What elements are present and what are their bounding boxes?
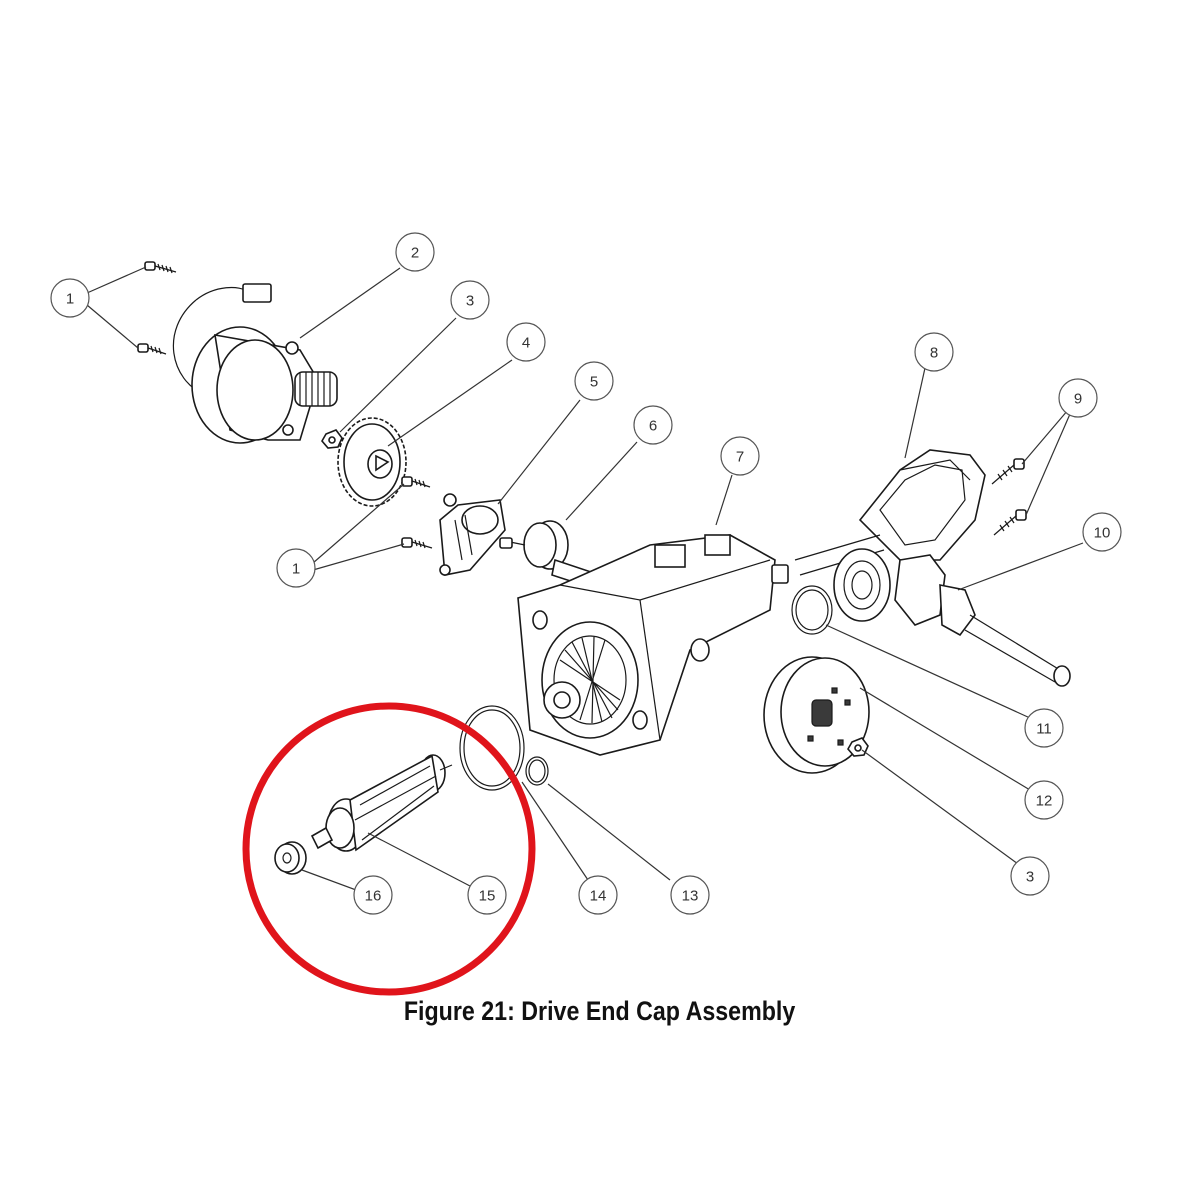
knob-part-10 [833,548,1071,687]
gear-part-4 [337,417,407,507]
svg-text:5: 5 [590,374,598,391]
screw-part-1-lower [401,476,433,549]
callout-3-lower: 3 [1010,856,1050,896]
svg-text:15: 15 [479,888,496,905]
callout-3-upper: 3 [450,280,490,320]
callout-1-upper: 1 [50,278,90,318]
bracket-part-5 [439,493,506,576]
nut-part-3-upper [321,429,343,449]
callout-13: 13 [670,875,710,915]
callout-12: 12 [1024,780,1064,820]
cam-part-6 [499,520,601,592]
callout-7: 7 [720,436,760,476]
o-ring-part-11 [791,585,833,635]
svg-text:3: 3 [466,293,474,310]
nut-part-3-lower [847,737,869,757]
svg-text:1: 1 [292,561,300,578]
callout-11: 11 [1024,708,1064,748]
svg-text:4: 4 [522,335,530,352]
callout-9: 9 [1058,378,1098,418]
callout-15: 15 [467,875,507,915]
callout-4: 4 [506,322,546,362]
callout-16: 16 [353,875,393,915]
callout-2: 2 [395,232,435,272]
svg-text:2: 2 [411,245,419,262]
svg-text:10: 10 [1094,525,1111,542]
svg-text:1: 1 [66,291,74,308]
callout-10: 10 [1082,512,1122,552]
callouts: 1 2 3 4 5 6 7 8 [50,232,1122,915]
callout-5: 5 [574,361,614,401]
o-ring-part-14 [459,705,525,791]
washer-part-16 [274,841,307,875]
svg-text:3: 3 [1026,869,1034,886]
pulley-part-12 [763,656,870,774]
screw-part-9 [991,458,1027,536]
roller-part-15 [310,754,453,852]
leader-lines [86,266,1084,891]
callout-8: 8 [914,332,954,372]
parts-drawing [137,261,1071,875]
svg-text:12: 12 [1036,793,1053,810]
motor-part-2 [172,283,338,444]
svg-text:7: 7 [736,449,744,466]
callout-6: 6 [633,405,673,445]
svg-text:6: 6 [649,418,657,435]
housing-part-7 [517,534,776,756]
svg-text:14: 14 [590,888,607,905]
svg-text:8: 8 [930,345,938,362]
svg-text:16: 16 [365,888,382,905]
callout-1-lower: 1 [276,548,316,588]
highlight-circle [242,702,536,996]
svg-text:9: 9 [1074,391,1082,408]
svg-text:13: 13 [682,888,699,905]
callout-14: 14 [578,875,618,915]
o-ring-part-13 [525,756,549,786]
svg-text:11: 11 [1036,721,1052,738]
screw-part-1-upper [137,261,177,355]
figure-caption: Figure 21: Drive End Cap Assembly [403,996,796,1026]
